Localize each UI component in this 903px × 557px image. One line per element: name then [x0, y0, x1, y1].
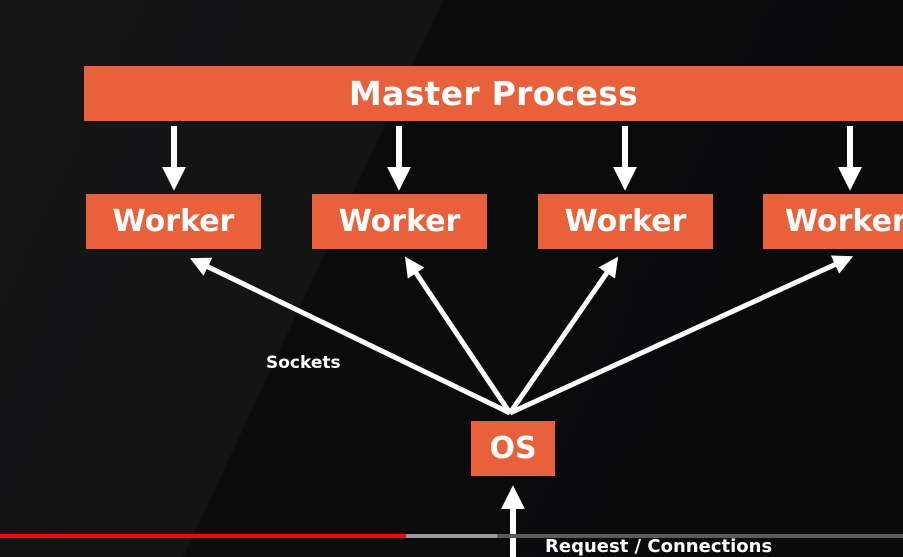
worker-box-2: Worker: [312, 194, 487, 249]
os-to-worker-2-socket-arrow: [404, 256, 513, 415]
video-progress-played: [0, 534, 407, 538]
video-progress-bar[interactable]: [0, 534, 903, 538]
worker-label: Worker: [112, 204, 235, 239]
worker-label: Worker: [564, 204, 687, 239]
worker-box-4: Worker: [763, 194, 903, 249]
os-to-worker-3-socket-arrow: [507, 256, 619, 415]
os-label: OS: [489, 431, 537, 466]
master-process-label: Master Process: [348, 74, 639, 113]
os-box: OS: [471, 421, 555, 476]
request-connections-label: Request / Connections: [545, 536, 773, 557]
os-to-worker-1-socket-arrow: [189, 257, 512, 416]
worker-box-3: Worker: [538, 194, 713, 249]
os-to-worker-4-socket-arrow: [508, 255, 854, 416]
video-progress-buffered: [406, 534, 497, 538]
master-process-box: Master Process: [84, 66, 903, 121]
sockets-label: Sockets: [266, 353, 341, 373]
worker-label: Worker: [338, 204, 461, 239]
worker-box-1: Worker: [86, 194, 261, 249]
worker-label: Worker: [785, 204, 903, 239]
